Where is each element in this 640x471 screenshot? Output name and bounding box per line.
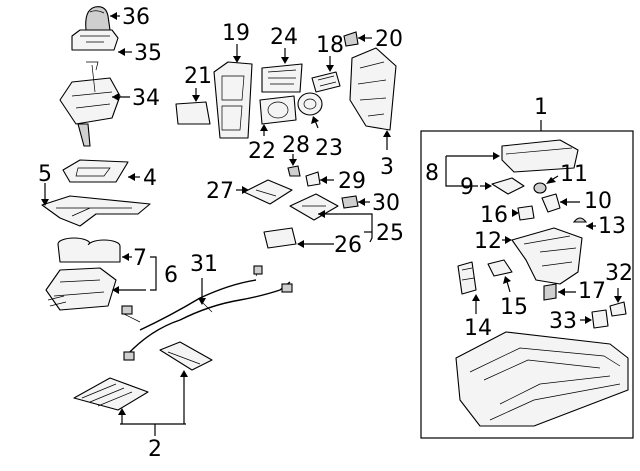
callout-15: 15 xyxy=(500,295,528,320)
callout-14: 14 xyxy=(464,316,492,341)
part-26-pad xyxy=(263,227,297,249)
part-30-plug xyxy=(341,195,359,209)
part-28-bulb xyxy=(287,165,301,177)
part-36-shift-knob xyxy=(85,6,111,33)
callout-19: 19 xyxy=(222,21,250,46)
callout-33: 33 xyxy=(549,309,577,334)
callout-18: 18 xyxy=(316,33,344,58)
part-25-bracket xyxy=(289,193,339,221)
callout-7: 7 xyxy=(133,246,147,271)
callout-13: 13 xyxy=(598,214,626,239)
callout-8: 8 xyxy=(425,161,439,186)
callout-11: 11 xyxy=(560,162,588,187)
part-32-clip xyxy=(609,301,627,317)
part-18-switch xyxy=(311,71,341,93)
part-11-button xyxy=(533,182,547,194)
part-7-cupholder xyxy=(57,237,121,263)
part-2-storage-tray xyxy=(73,377,149,411)
callout-5: 5 xyxy=(38,162,52,187)
part-23-speaker xyxy=(297,92,323,116)
callout-21: 21 xyxy=(184,64,212,89)
part-12-storage-bin xyxy=(511,227,583,285)
callout-26: 26 xyxy=(334,233,362,258)
part-8-armrest-lid xyxy=(501,139,579,173)
part-10-clip xyxy=(541,193,561,213)
callout-35: 35 xyxy=(134,41,162,66)
part-17-plug xyxy=(543,283,557,301)
callout-17: 17 xyxy=(578,279,606,304)
callout-3: 3 xyxy=(380,155,394,180)
part-4-bezel xyxy=(62,159,129,183)
callout-29: 29 xyxy=(338,169,366,194)
part-20-clip xyxy=(343,31,359,47)
callout-9: 9 xyxy=(460,175,474,200)
callout-20: 20 xyxy=(375,27,403,52)
part-22-housing xyxy=(259,95,297,125)
part-14-bracket xyxy=(457,261,477,295)
callout-23: 23 xyxy=(315,136,343,161)
callout-30: 30 xyxy=(372,191,400,216)
callout-32: 32 xyxy=(605,261,633,286)
callout-28: 28 xyxy=(282,133,310,158)
part-19-bezel xyxy=(213,61,253,139)
part-34-shifter xyxy=(59,61,121,147)
part-31-wiring-harness xyxy=(121,265,293,361)
callout-6: 6 xyxy=(164,263,178,288)
callout-22: 22 xyxy=(248,139,276,164)
part-15-latch xyxy=(487,259,513,277)
callout-34: 34 xyxy=(132,86,160,111)
part-24-control-panel xyxy=(261,63,303,93)
callout-31: 31 xyxy=(190,252,218,277)
part-9-latch xyxy=(491,177,525,195)
callout-4: 4 xyxy=(143,166,157,191)
part-27-tray xyxy=(243,179,293,205)
part-13-clip xyxy=(572,217,588,223)
part-1-console-body xyxy=(455,331,629,427)
callout-12: 12 xyxy=(474,229,502,254)
callout-10: 10 xyxy=(584,189,612,214)
callout-25: 25 xyxy=(376,221,404,246)
part-3-bracket xyxy=(349,47,397,131)
callout-16: 16 xyxy=(480,203,508,228)
part-16-clip xyxy=(517,205,535,221)
callout-1: 1 xyxy=(534,95,548,120)
callout-36: 36 xyxy=(122,5,150,30)
part-35-shift-boot xyxy=(71,29,119,51)
part-6-cupholder-housing xyxy=(45,267,117,311)
kit-frame xyxy=(420,130,634,439)
part-2-bracket xyxy=(159,341,213,371)
callout-27: 27 xyxy=(206,179,234,204)
part-29-clip xyxy=(305,171,321,187)
part-21-insert xyxy=(175,101,211,125)
callout-24: 24 xyxy=(270,25,298,50)
part-5-trim-plate xyxy=(41,195,151,227)
callout-2: 2 xyxy=(148,437,162,462)
part-33-clip xyxy=(591,309,609,329)
